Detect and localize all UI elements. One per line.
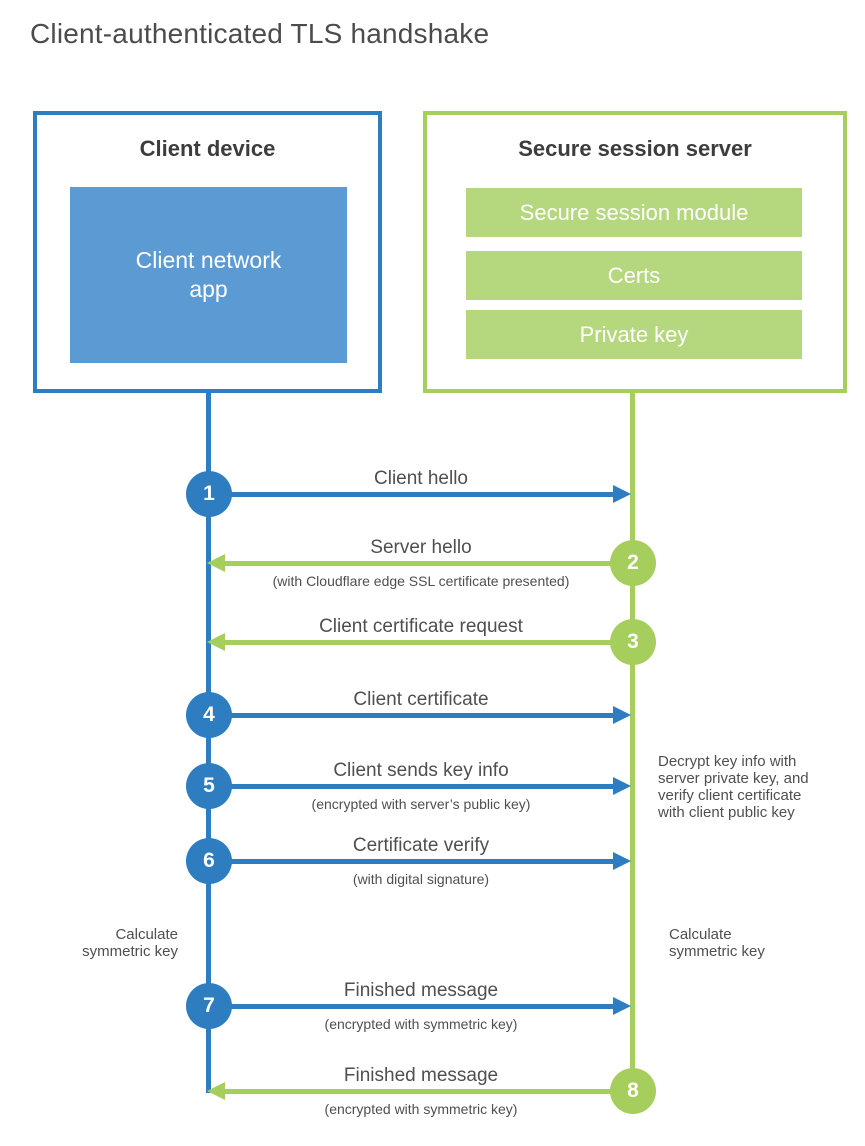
client-network-app-label-line1: Client network [135, 247, 282, 273]
step-number-6: 6 [203, 849, 215, 872]
arrowhead-right-step-6 [613, 852, 631, 870]
step-circle-4: 4 [186, 692, 232, 738]
step-circle-5: 5 [186, 763, 232, 809]
secure-session-module-bar: Secure session module [466, 188, 802, 237]
client-lifeline [206, 393, 211, 1093]
step-number-1: 1 [203, 482, 215, 505]
step-circle-8: 8 [610, 1068, 656, 1114]
step-circle-3: 3 [610, 619, 656, 665]
calculate-note-right-line2: symmetric key [669, 943, 765, 960]
arrowhead-right-step-5 [613, 777, 631, 795]
arrowhead-left-step-8 [207, 1082, 225, 1100]
private-key-label: Private key [579, 321, 689, 347]
message-sublabel-step-6: (with digital signature) [352, 871, 490, 887]
arrowhead-left-step-3 [207, 633, 225, 651]
arrow-line-step-3 [224, 640, 633, 645]
message-label-step-7: Finished message [343, 980, 499, 1001]
client-network-app-block: Client network app [70, 187, 347, 363]
private-key-bar: Private key [466, 310, 802, 359]
message-label-step-2: Server hello [370, 537, 472, 558]
decrypt-key-note: Decrypt key info with server private key… [658, 753, 833, 821]
message-sublabel-step-7: (encrypted with symmetric key) [324, 1016, 518, 1032]
secure-session-server-title: Secure session server [518, 136, 752, 161]
arrowhead-right-step-1 [613, 485, 631, 503]
message-sublabel-step-2: (with Cloudflare edge SSL certificate pr… [272, 573, 570, 589]
arrowhead-right-step-7 [613, 997, 631, 1015]
client-network-app-label-line2: app [189, 276, 228, 302]
client-device-title: Client device [139, 136, 276, 161]
step-number-3: 3 [627, 630, 639, 653]
message-label-step-6: Certificate verify [352, 835, 490, 856]
calculate-symmetric-key-note-right: Calculate symmetric key [669, 926, 799, 960]
step-number-4: 4 [203, 703, 215, 726]
arrow-line-step-7 [209, 1004, 615, 1009]
decrypt-key-note-line1: Decrypt key info with [658, 753, 797, 770]
message-label-step-1: Client hello [374, 468, 468, 489]
arrow-line-step-1 [209, 492, 615, 497]
secure-session-module-label: Secure session module [519, 199, 749, 225]
calculate-note-left-line2: symmetric key [82, 943, 178, 960]
step-number-8: 8 [627, 1079, 639, 1102]
message-label-step-3: Client certificate request [319, 616, 523, 637]
server-lifeline [630, 393, 635, 1093]
page-title: Client-authenticated TLS handshake [30, 18, 490, 49]
step-number-5: 5 [203, 774, 215, 797]
message-label-step-5: Client sends key info [333, 760, 509, 781]
step-circle-7: 7 [186, 983, 232, 1029]
arrowhead-right-step-4 [613, 706, 631, 724]
calculate-symmetric-key-note-left: Calculate symmetric key [38, 926, 178, 960]
decrypt-key-note-line3: verify client certificate [658, 787, 802, 804]
certs-bar: Certs [466, 251, 802, 300]
message-label-step-4: Client certificate [353, 689, 489, 710]
step-circle-1: 1 [186, 471, 232, 517]
calculate-note-left-line1: Calculate [115, 926, 178, 943]
arrowhead-left-step-2 [207, 554, 225, 572]
step-circle-6: 6 [186, 838, 232, 884]
step-number-2: 2 [627, 551, 639, 574]
arrow-line-step-2 [224, 561, 633, 566]
certs-label: Certs [607, 262, 661, 288]
decrypt-key-note-line4: with client public key [658, 804, 795, 821]
step-circle-2: 2 [610, 540, 656, 586]
arrow-line-step-4 [209, 713, 615, 718]
decrypt-key-note-line2: server private key, and [658, 770, 809, 787]
calculate-note-right-line1: Calculate [669, 926, 732, 943]
arrow-line-step-8 [224, 1089, 633, 1094]
message-sublabel-step-8: (encrypted with symmetric key) [324, 1101, 518, 1117]
arrow-line-step-6 [209, 859, 615, 864]
step-number-7: 7 [203, 994, 215, 1017]
message-sublabel-step-5: (encrypted with server’s public key) [311, 796, 531, 812]
arrow-line-step-5 [209, 784, 615, 789]
message-label-step-8: Finished message [343, 1065, 499, 1086]
